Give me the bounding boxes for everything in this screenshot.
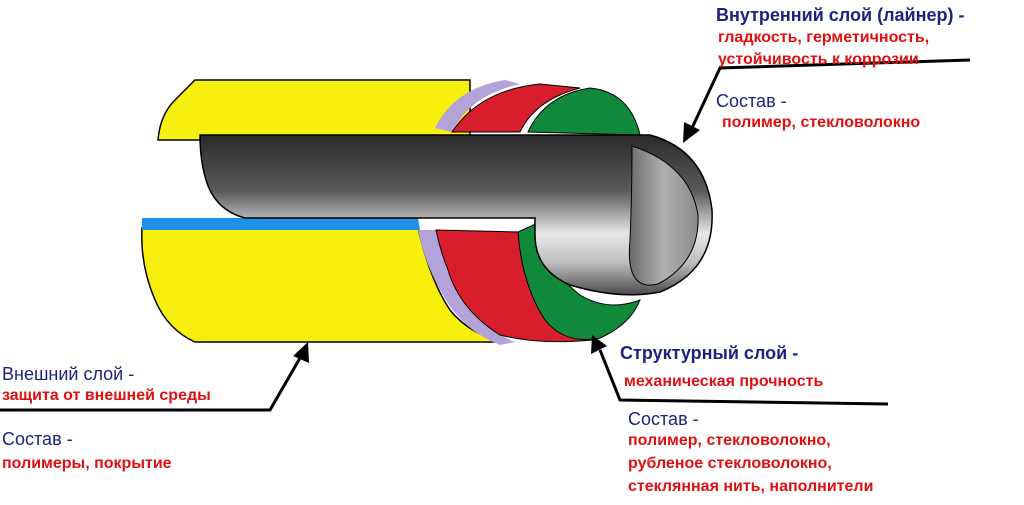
structural-layer-composition-title: Состав -	[628, 409, 699, 429]
outer-layer-composition-title: Состав -	[2, 429, 73, 449]
structural-layer-composition-3: стеклянная нить, наполнители	[628, 478, 874, 495]
structural-layer-composition-1: полимер, стекловолокно,	[628, 432, 831, 449]
arrow-structural-layer	[598, 349, 889, 406]
lavender-layer-bottom	[418, 230, 515, 345]
outer-layer-desc: защита от внешней среды	[2, 387, 211, 404]
red-layer-top	[451, 83, 581, 133]
outer-layer-composition-desc: полимеры, покрытие	[2, 455, 172, 472]
structural-layer-desc: механическая прочность	[624, 373, 824, 390]
arrow-inner-layer	[690, 58, 971, 129]
inner-layer-title: Внутренний слой (лайнер) -	[716, 5, 965, 25]
inner-layer-desc-1: гладкость, герметичность,	[718, 29, 930, 46]
arrow-structural-layer-head	[591, 335, 607, 354]
outer-layer-title: Внешний слой -	[2, 364, 135, 384]
lavender-layer-top	[435, 80, 520, 132]
structural-layer-composition-2: рубленое стекловолокно,	[628, 455, 832, 472]
outer-layer-top-shell	[157, 79, 471, 141]
arrow-outer-layer	[0, 357, 302, 412]
structural-layer-title: Структурный слой -	[620, 343, 799, 363]
inner-layer-desc-2: устойчивость к коррозии	[718, 51, 919, 68]
inner-liner-opening	[628, 145, 699, 286]
arrow-inner-layer-head	[683, 122, 700, 143]
arrow-outer-layer-head	[293, 342, 309, 363]
outer-layer-blue-stripe	[142, 218, 420, 230]
inner-liner-pipe	[199, 134, 713, 296]
inner-layer-composition-title: Состав -	[716, 91, 787, 111]
green-layer-top	[527, 87, 641, 136]
inner-layer-composition-desc: полимер, стекловолокно	[722, 114, 921, 131]
